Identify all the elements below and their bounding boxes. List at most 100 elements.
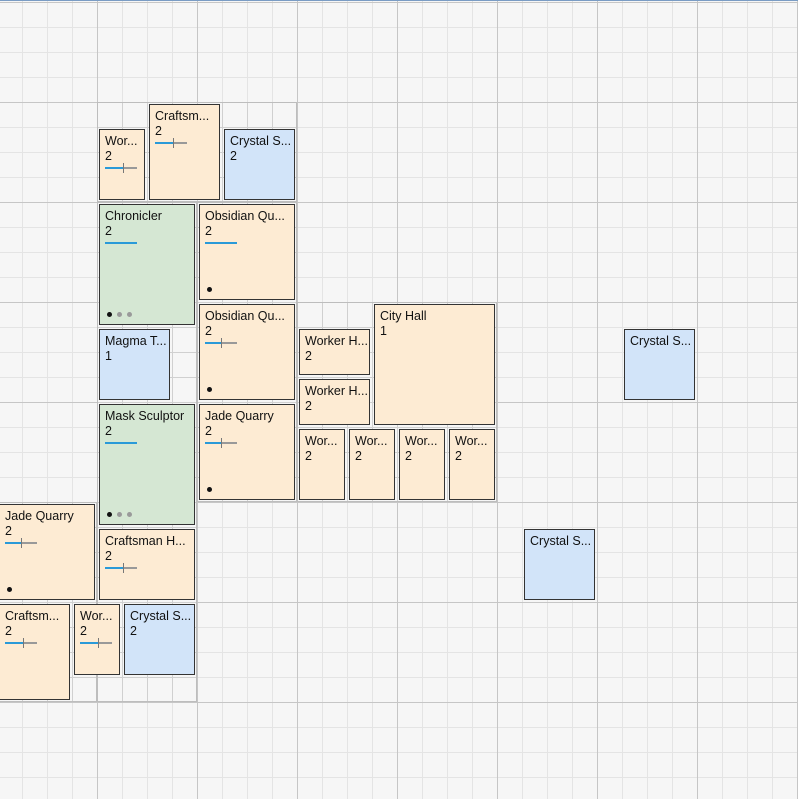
worker-dot-empty — [117, 312, 122, 317]
progress-bar — [205, 242, 237, 244]
building-level: 2 — [230, 149, 237, 163]
building-level: 2 — [355, 449, 362, 463]
building-tile[interactable]: Wor...2 — [299, 429, 345, 500]
building-name: Craftsman H... — [105, 534, 186, 548]
building-name: Chronicler — [105, 209, 162, 223]
building-tile[interactable]: Craftsm...2 — [0, 604, 70, 700]
building-tile[interactable]: Wor...2 — [449, 429, 495, 500]
progress-fill — [155, 142, 173, 144]
progress-marker — [123, 163, 124, 173]
progress-bar — [205, 338, 237, 348]
worker-dot-empty — [117, 512, 122, 517]
building-level: 2 — [455, 449, 462, 463]
progress-fill — [5, 642, 23, 644]
building-name: Jade Quarry — [205, 409, 274, 423]
building-tile[interactable]: Obsidian Qu...2 — [199, 204, 295, 300]
building-name: Crystal S... — [530, 534, 592, 548]
building-level: 2 — [105, 549, 112, 563]
progress-bar — [105, 563, 137, 573]
building-tile[interactable]: Crystal S...2 — [224, 129, 295, 200]
progress-fill — [105, 167, 123, 169]
building-tile[interactable]: Obsidian Qu...2 — [199, 304, 295, 400]
progress-fill — [105, 442, 137, 444]
building-level: 2 — [105, 424, 112, 438]
building-tile[interactable]: Crystal S...2 — [124, 604, 195, 675]
building-name: Wor... — [80, 609, 113, 623]
progress-bar — [5, 538, 37, 548]
building-level: 2 — [130, 624, 137, 638]
progress-bar — [80, 638, 112, 648]
progress-fill — [105, 242, 137, 244]
progress-marker — [21, 538, 22, 548]
worker-dot-filled — [207, 287, 212, 292]
progress-fill — [205, 442, 221, 444]
building-tile[interactable]: Wor...2 — [74, 604, 120, 675]
worker-dot-filled — [207, 487, 212, 492]
building-tile[interactable]: Magma T...1 — [99, 329, 170, 400]
building-level: 2 — [205, 324, 212, 338]
progress-bar — [105, 163, 137, 173]
building-name: Craftsm... — [155, 109, 210, 123]
worker-dot-empty — [127, 512, 132, 517]
building-tile[interactable]: Wor...2 — [99, 129, 145, 200]
progress-fill — [205, 242, 237, 244]
building-level: 1 — [380, 324, 387, 338]
progress-marker — [221, 338, 222, 348]
building-tile[interactable]: Crystal S... — [624, 329, 695, 400]
building-level: 2 — [305, 399, 312, 413]
progress-bar — [105, 242, 137, 244]
building-tile[interactable]: Craftsm...2 — [149, 104, 220, 200]
progress-bar — [155, 138, 187, 148]
building-name: Wor... — [105, 134, 138, 148]
building-tile[interactable]: Wor...2 — [349, 429, 395, 500]
building-name: Crystal S... — [230, 134, 292, 148]
building-name: Wor... — [455, 434, 488, 448]
building-name: Worker H... — [305, 384, 368, 398]
progress-fill — [5, 542, 21, 544]
building-name: Crystal S... — [630, 334, 692, 348]
progress-bar — [105, 442, 137, 444]
building-level: 2 — [305, 349, 312, 363]
building-level: 2 — [205, 224, 212, 238]
worker-dot-filled — [107, 512, 112, 517]
worker-dot-filled — [7, 587, 12, 592]
building-level: 2 — [405, 449, 412, 463]
building-level: 2 — [80, 624, 87, 638]
building-name: Mask Sculptor — [105, 409, 185, 423]
progress-marker — [221, 438, 222, 448]
building-name: Obsidian Qu... — [205, 309, 285, 323]
building-tile[interactable]: Worker H...2 — [299, 329, 370, 375]
building-name: Worker H... — [305, 334, 368, 348]
building-tile[interactable]: Worker H...2 — [299, 379, 370, 425]
worker-dot-filled — [207, 387, 212, 392]
progress-marker — [98, 638, 99, 648]
building-level: 2 — [5, 624, 12, 638]
building-level: 2 — [5, 524, 12, 538]
building-tile[interactable]: Craftsman H...2 — [99, 529, 195, 600]
worker-dot-empty — [127, 312, 132, 317]
building-level: 2 — [155, 124, 162, 138]
building-name: Wor... — [405, 434, 438, 448]
progress-fill — [80, 642, 98, 644]
building-name: Craftsm... — [5, 609, 60, 623]
building-level: 2 — [105, 224, 112, 238]
building-level: 1 — [105, 349, 112, 363]
building-name: Wor... — [355, 434, 388, 448]
building-tile[interactable]: Crystal S... — [524, 529, 595, 600]
building-tile[interactable]: Wor...2 — [399, 429, 445, 500]
progress-fill — [205, 342, 221, 344]
building-name: Crystal S... — [130, 609, 192, 623]
building-name: City Hall — [380, 309, 427, 323]
building-name: Wor... — [305, 434, 338, 448]
building-name: Obsidian Qu... — [205, 209, 285, 223]
progress-bar — [205, 438, 237, 448]
progress-marker — [23, 638, 24, 648]
building-level: 2 — [105, 149, 112, 163]
progress-bar — [5, 638, 37, 648]
